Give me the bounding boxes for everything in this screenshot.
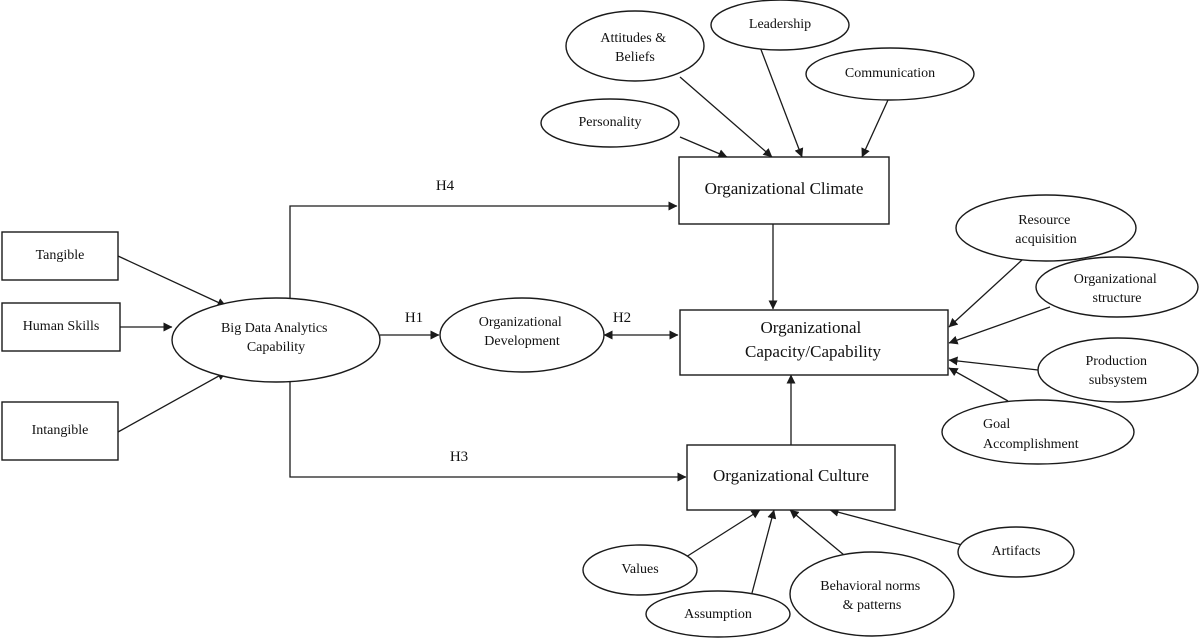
node-values: Values [582,544,698,596]
node-goal: Goal Accomplishment [941,399,1135,465]
edge-values-culture [685,509,761,558]
hypothesis-labels: H4 H1 H2 H3 [405,178,631,465]
edge-structure-capacity [948,306,1051,345]
edge-h3-bdac-culture [289,380,687,482]
node-human-skills-label: Human Skills [23,319,100,334]
edge-intangible-bdac [117,371,227,433]
node-org-structure-label: Organizational structure [1074,272,1160,306]
node-tangible: Tangible [1,231,119,281]
edge-communication-climate [861,99,889,158]
node-intangible-label: Intangible [32,423,89,438]
node-human-skills: Human Skills [1,302,121,352]
node-communication: Communication [805,47,975,101]
node-communication-label: Communication [845,66,935,81]
node-org-culture-label: Organizational Culture [713,466,869,485]
label-h1: H1 [405,310,423,326]
node-production: Production subsystem [1037,337,1199,403]
node-goal-label: Goal Accomplishment [983,417,1079,452]
node-resource-label: Resource acquisition [1015,213,1076,247]
edge-leadership-climate [759,46,804,158]
node-artifacts: Artifacts [957,526,1075,578]
node-attitudes: Attitudes & Beliefs [565,10,705,82]
edge-resource-capacity [948,259,1023,328]
edge-tangible-bdac [117,255,227,307]
node-behavioral-label: Behavioral norms & patterns [820,579,923,613]
node-assumption: Assumption [645,590,791,638]
label-h3: H3 [450,449,468,465]
node-org-climate-label: Organizational Climate [705,179,864,198]
edge-attitudes-climate [679,76,773,158]
edge-h4-bdac-climate [289,201,678,298]
node-attitudes-label: Attitudes & Beliefs [600,31,669,65]
node-org-capacity-label: Organizational Capacity/Capability [745,318,881,361]
node-leadership-label: Leadership [749,17,811,32]
edge-goal-capacity [948,367,1009,402]
node-resource: Resource acquisition [955,194,1137,262]
node-values-label: Values [621,562,658,577]
edge-artifacts-culture [829,507,963,546]
edge-personality-climate [679,136,728,158]
node-org-capacity: Organizational Capacity/Capability [679,309,949,376]
label-h2: H2 [613,310,631,326]
node-leadership: Leadership [710,0,850,51]
node-org-development-label: Organizational Development [479,315,565,349]
node-personality: Personality [540,98,680,148]
edge-behavioral-culture [789,509,851,561]
node-behavioral: Behavioral norms & patterns [789,551,955,637]
node-personality-label: Personality [579,115,642,130]
node-org-development: Organizational Development [439,297,605,373]
node-bdac-label: Big Data Analytics Capability [221,321,331,355]
node-org-structure: Organizational structure [1035,256,1199,318]
edge-assumption-culture [751,509,777,594]
node-artifacts-label: Artifacts [992,544,1041,559]
node-assumption-label: Assumption [684,607,752,622]
edge-production-capacity [948,356,1039,371]
label-h4: H4 [436,178,455,194]
node-tangible-label: Tangible [36,248,85,263]
node-production-label: Production subsystem [1086,354,1151,388]
node-org-climate: Organizational Climate [678,156,890,225]
node-bdac: Big Data Analytics Capability [171,297,381,383]
edges [117,46,1051,594]
node-org-culture: Organizational Culture [686,444,896,511]
node-intangible: Intangible [1,401,119,461]
